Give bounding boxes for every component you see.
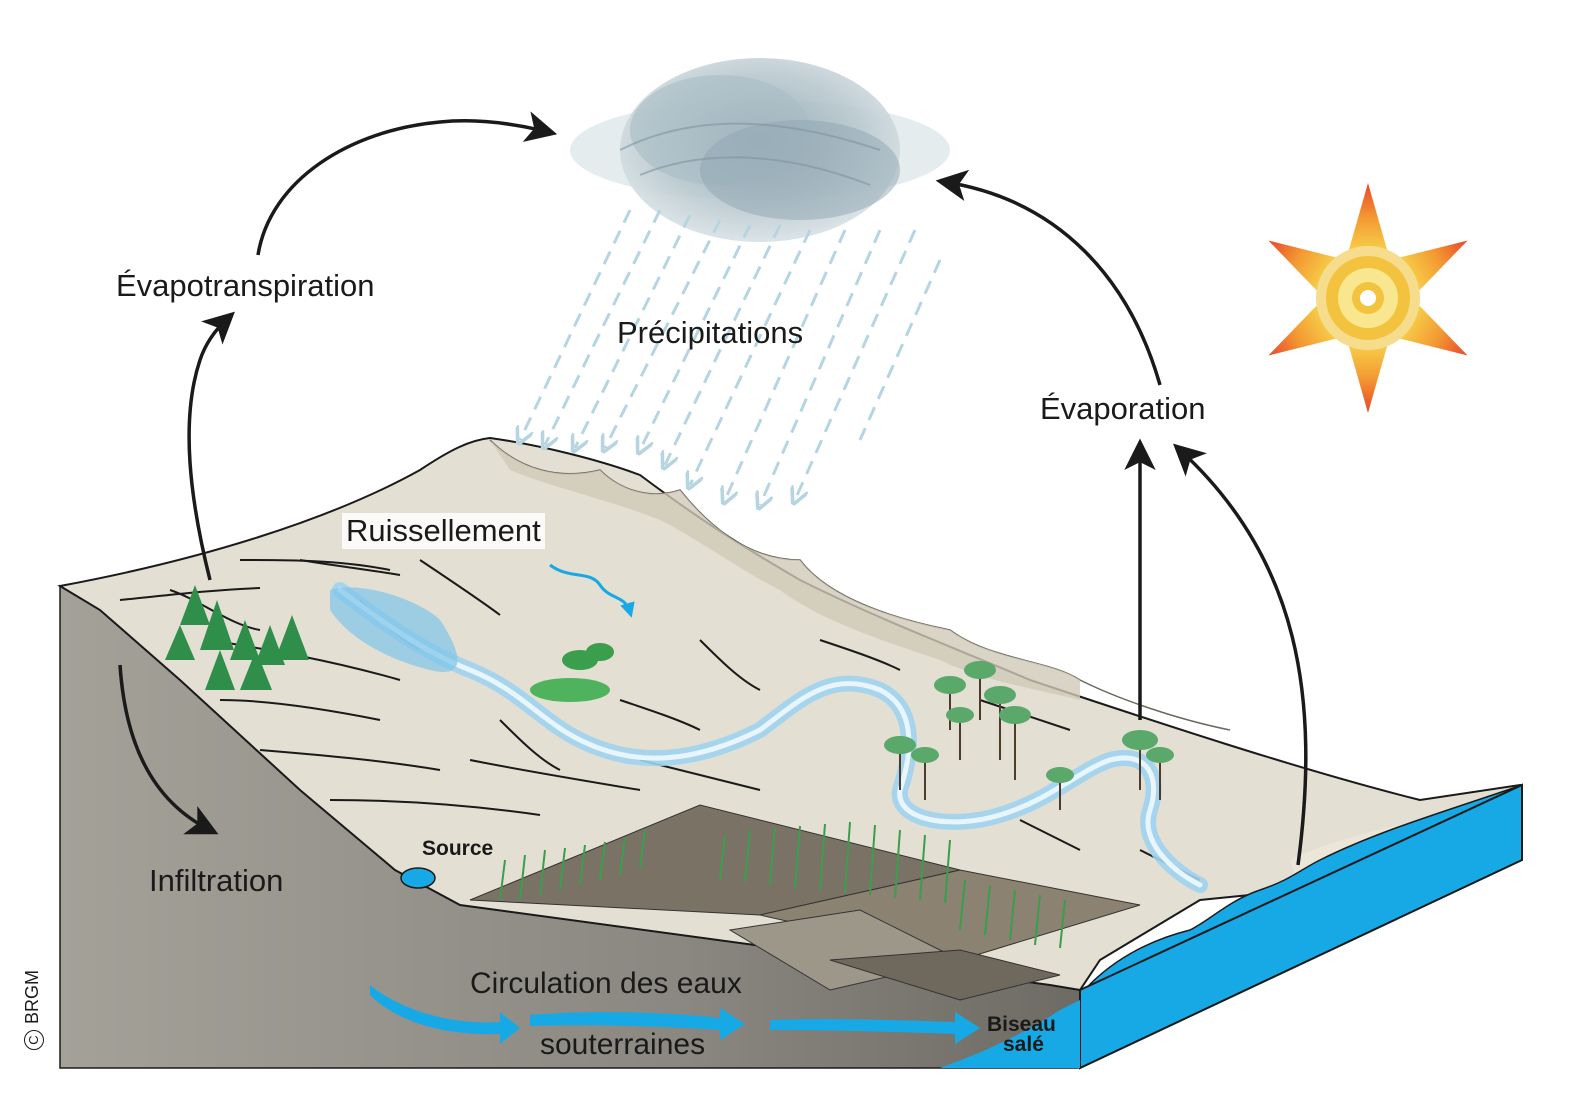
label-circulation-line1: Circulation des eaux: [470, 967, 742, 1000]
runoff-squiggle: [549, 563, 635, 618]
arrow-evapotranspiration-up: [187, 311, 235, 581]
label-ruissellement: Ruissellement: [342, 513, 545, 549]
cycle-arrows: [118, 111, 1308, 866]
credit-text: BRGM: [22, 970, 42, 1024]
label-source: Source: [422, 837, 494, 860]
arrow-infiltration: [118, 664, 219, 835]
tree-icon: [165, 585, 309, 690]
field-brown: [829, 949, 1061, 1001]
label-infiltration: Infiltration: [149, 863, 284, 898]
saltwater-wedge: [940, 1000, 1080, 1068]
spring-pool: [400, 867, 436, 889]
terrain-block: [57, 436, 1521, 1069]
label-circulation-line2: souterraines: [540, 1028, 706, 1061]
label-evapotranspiration: Évapotranspiration: [116, 268, 375, 303]
fields: [469, 804, 1141, 1001]
label-evaporation: Évaporation: [1040, 391, 1206, 426]
sun-icon: [1268, 183, 1468, 413]
tree-icon: [530, 643, 614, 702]
label-precipitations: Précipitations: [617, 315, 804, 350]
cloud-icon: [570, 58, 950, 242]
arrow-evapotranspiration-to-cloud: [256, 111, 558, 256]
runoff-zone: [330, 587, 458, 672]
copyright-credit: C BRGM: [22, 970, 44, 1050]
arrow-evaporation-from-sea: [1173, 443, 1308, 866]
ridge-shadow: [490, 440, 1080, 700]
rain-streaks: [520, 209, 942, 505]
copyright-icon: C: [24, 1030, 44, 1050]
tree-clusters: [165, 585, 1174, 810]
sea-block: [940, 783, 1523, 1070]
groundwater-flow-arrows: [370, 985, 980, 1044]
tree-icon: [884, 661, 1174, 810]
label-biseau-line1: Biseau: [987, 1013, 1056, 1036]
crop-rows: [499, 821, 1066, 949]
arrow-evaporation-to-cloud: [935, 169, 1162, 386]
label-biseau-line2: salé: [1003, 1033, 1044, 1056]
